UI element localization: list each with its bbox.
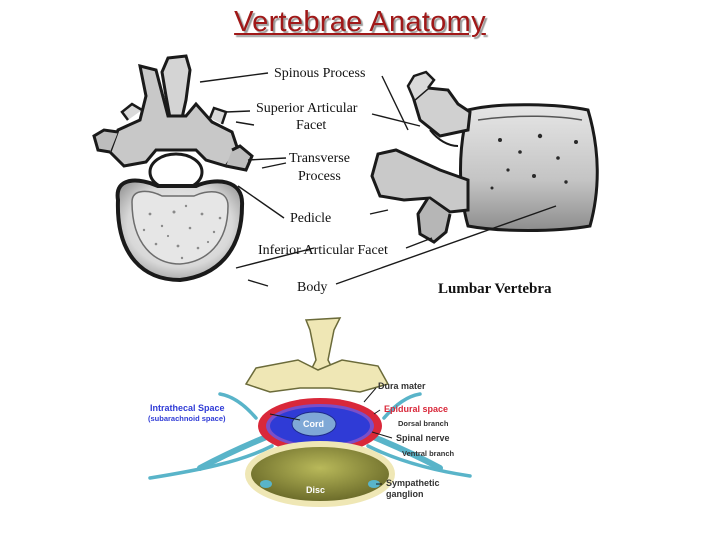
label-dorsal-branch: Dorsal branch	[398, 419, 449, 428]
label-transverse-line1: Transverse	[289, 151, 350, 166]
label-superior-articular-line1: Superior Articular	[256, 101, 358, 116]
label-spinal-nerve: Spinal nerve	[396, 433, 450, 443]
label-intrathecal-space: Intrathecal Space	[150, 403, 225, 413]
spinal-cross-section	[148, 317, 472, 507]
label-epidural-space: Epidural space	[384, 404, 448, 414]
label-ganglion: ganglion	[386, 489, 424, 499]
label-subarachnoid-space: (subarachnoid space)	[148, 414, 226, 423]
bottom-leader-lines	[269, 387, 393, 485]
top-leader-lines	[199, 72, 557, 287]
label-dura-mater: Dura mater	[378, 381, 426, 391]
label-lumbar-vertebra: Lumbar Vertebra	[438, 281, 552, 297]
label-ventral-branch: Ventral branch	[402, 449, 455, 458]
label-superior-articular-line2: Facet	[296, 118, 326, 133]
lumbar-vertebra-side-view	[370, 70, 599, 244]
label-spinous-process: Spinous Process	[274, 66, 365, 81]
label-pedicle: Pedicle	[290, 211, 331, 226]
page-title: Vertebrae Anatomy	[234, 6, 486, 38]
label-body: Body	[297, 280, 327, 295]
label-inferior-articular-facet: Inferior Articular Facet	[258, 243, 388, 258]
top-view-vertebra	[92, 54, 254, 283]
label-transverse-line2: Process	[298, 169, 341, 184]
label-cord: Cord	[303, 419, 324, 429]
label-sympathetic: Sympathetic	[386, 478, 440, 488]
label-disc: Disc	[306, 485, 325, 495]
